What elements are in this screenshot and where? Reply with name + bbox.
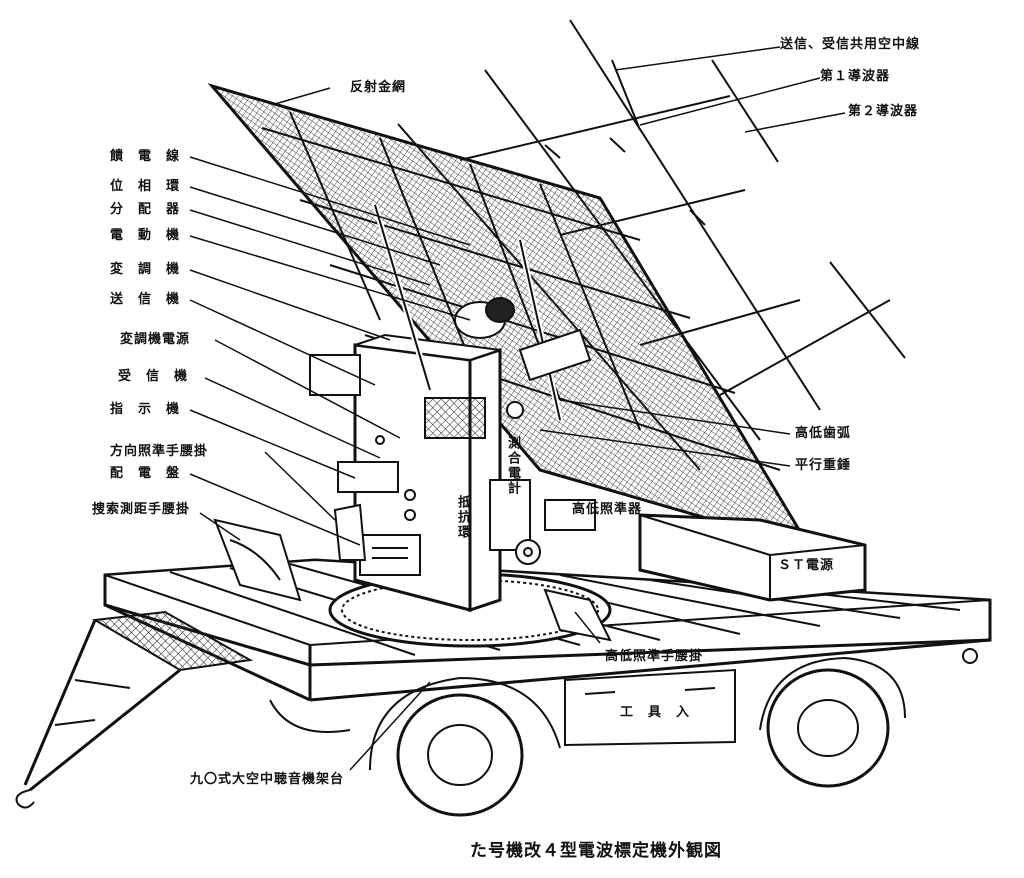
- label-phase-ring: 位 相 環: [110, 179, 181, 194]
- label-match-meter: 測合電計: [505, 436, 520, 496]
- label-switchboard: 配 電 盤: [110, 466, 181, 481]
- label-feeder: 饋 電 線: [110, 149, 181, 164]
- operator-seats: [213, 503, 612, 642]
- label-modulator-power: 変調機電源: [120, 332, 191, 347]
- figure-caption: た号機改４型電波標定機外観図: [470, 841, 722, 861]
- label-azimuth-seat: 方向照準手腰掛: [110, 444, 209, 459]
- label-trailer: 九〇式大空中聴音機架台: [190, 772, 345, 787]
- mount-assembly: [309, 204, 592, 439]
- label-reflector: 反射金網: [350, 80, 407, 95]
- label-indicator: 指 示 機: [110, 402, 181, 417]
- label-transmitter: 送 信 機: [110, 292, 181, 307]
- label-counterweight: 平行重錘: [795, 458, 852, 473]
- tow-bar: [15, 610, 254, 809]
- label-st-power: ＳＴ電源: [778, 558, 835, 573]
- wheels: [269, 656, 906, 817]
- label-antenna: 送信、受信共用空中線: [780, 37, 921, 52]
- leader-lines: [189, 46, 846, 771]
- label-motor: 電 動 機: [110, 228, 181, 243]
- label-elevation-arc: 高低歯弧: [795, 426, 852, 441]
- tool-box: [564, 668, 736, 747]
- label-director-1: 第１導波器: [820, 69, 891, 84]
- label-modulator: 変 調 機: [110, 262, 181, 277]
- label-distributor: 分 配 器: [110, 202, 181, 217]
- label-toolbox: 工 具 入: [620, 705, 691, 720]
- label-director-2: 第２導波器: [848, 104, 919, 119]
- st-power-box: [638, 513, 867, 602]
- label-elevation-sight: 高低照準器: [572, 502, 643, 517]
- label-resistor-ring: 抵抗環: [455, 495, 470, 540]
- label-elevation-seat: 高低照準手腰掛: [605, 649, 704, 664]
- label-search-seat: 捜索測距手腰掛: [92, 502, 191, 517]
- label-receiver: 受 信 機: [118, 369, 189, 384]
